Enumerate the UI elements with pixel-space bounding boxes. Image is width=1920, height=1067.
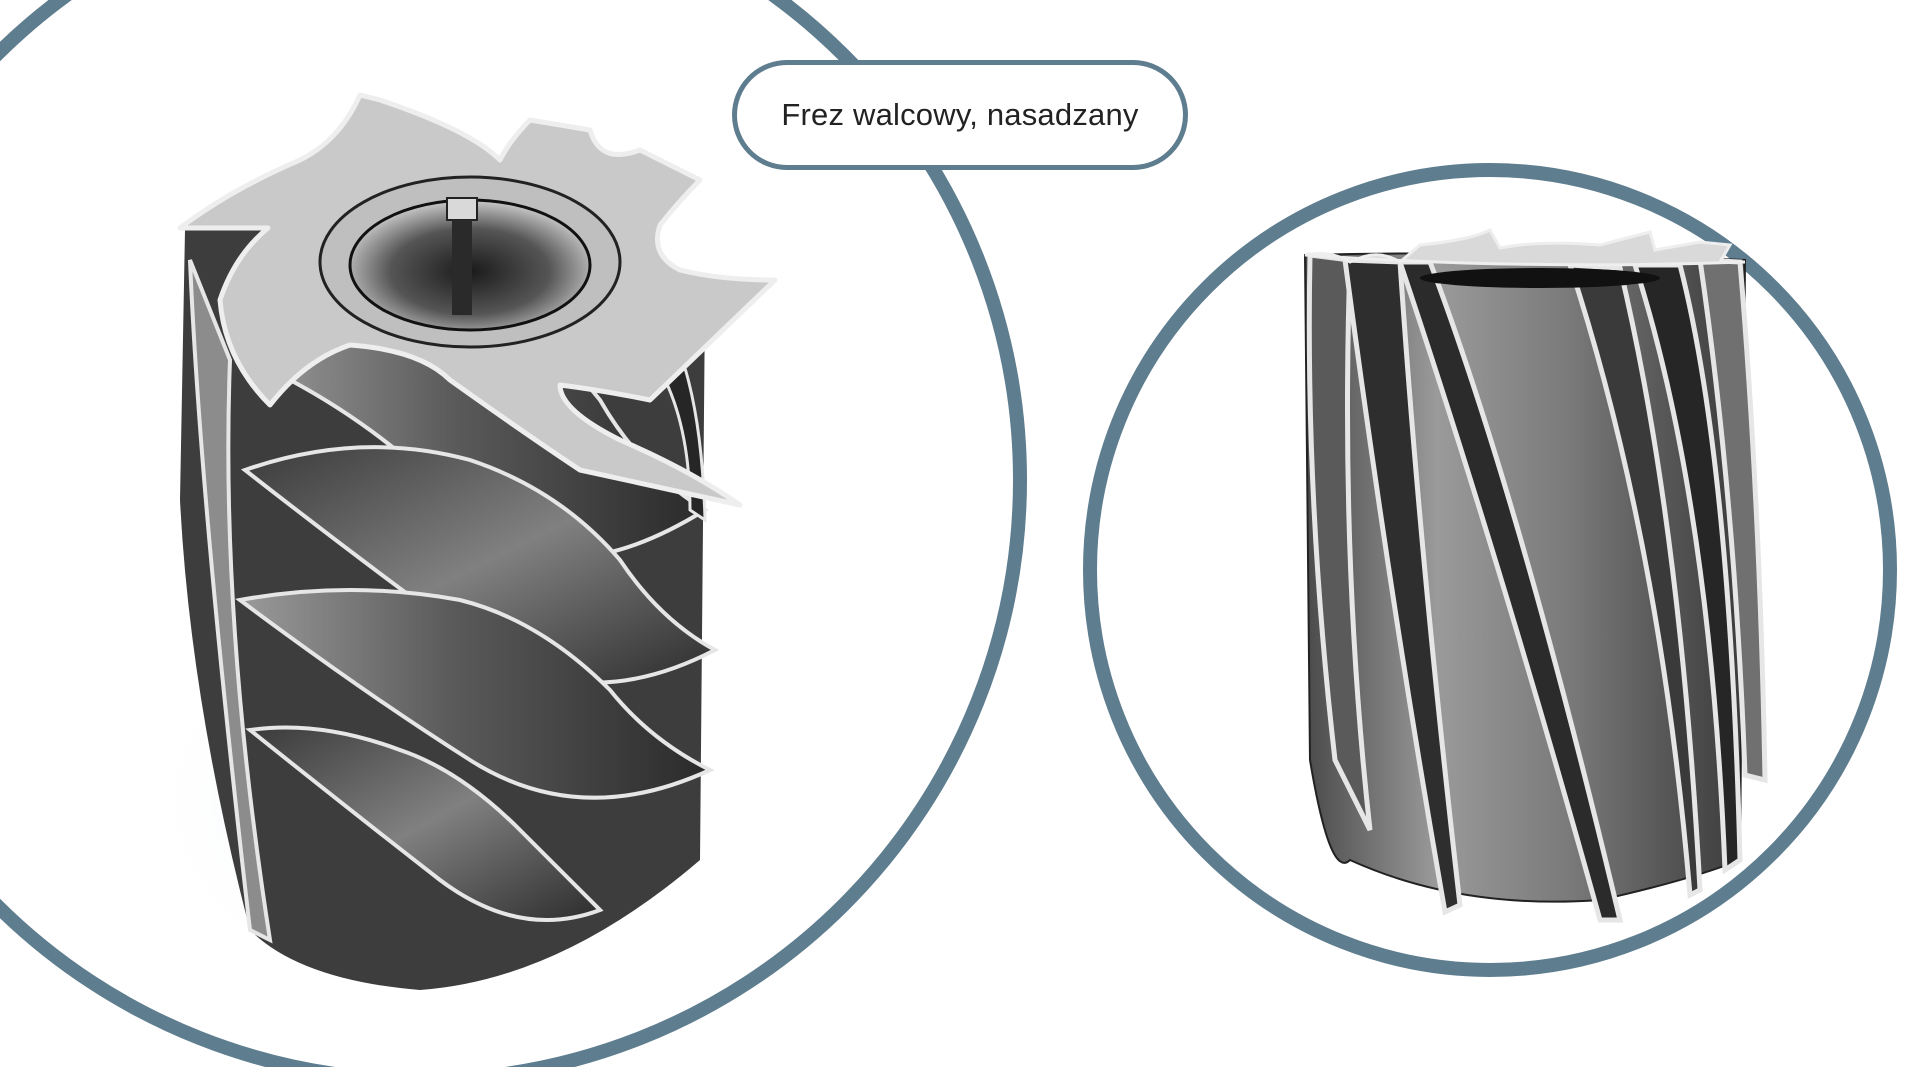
flute-3 [235,588,715,800]
title-text: Frez walcowy, nasadzany [781,97,1139,132]
side-cutter-top [1304,228,1746,267]
title-callout: Frez walcowy, nasadzany [732,60,1188,170]
side-bore [1420,268,1660,288]
flute-4 [245,725,604,922]
side-flute-1 [1306,252,1373,832]
side-flute-6 [1697,257,1768,784]
side-flute-3 [1396,259,1624,923]
side-flute-2 [1342,257,1463,916]
side-flute-4 [1566,262,1703,899]
left-cutter [140,92,778,1000]
side-flute-5 [1631,262,1743,875]
right-cutter [1303,228,1768,923]
flute-5 [188,259,273,944]
keyway-slot [452,220,472,315]
keyway [446,197,478,221]
